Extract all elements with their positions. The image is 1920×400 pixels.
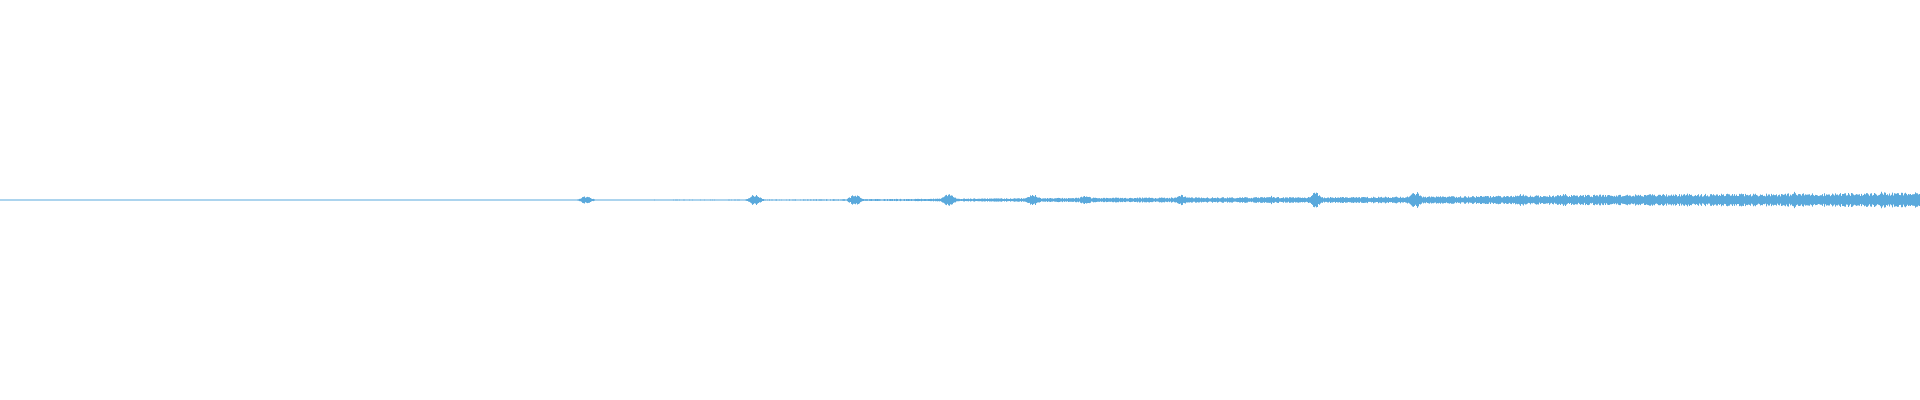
waveform-trace xyxy=(0,191,1920,209)
